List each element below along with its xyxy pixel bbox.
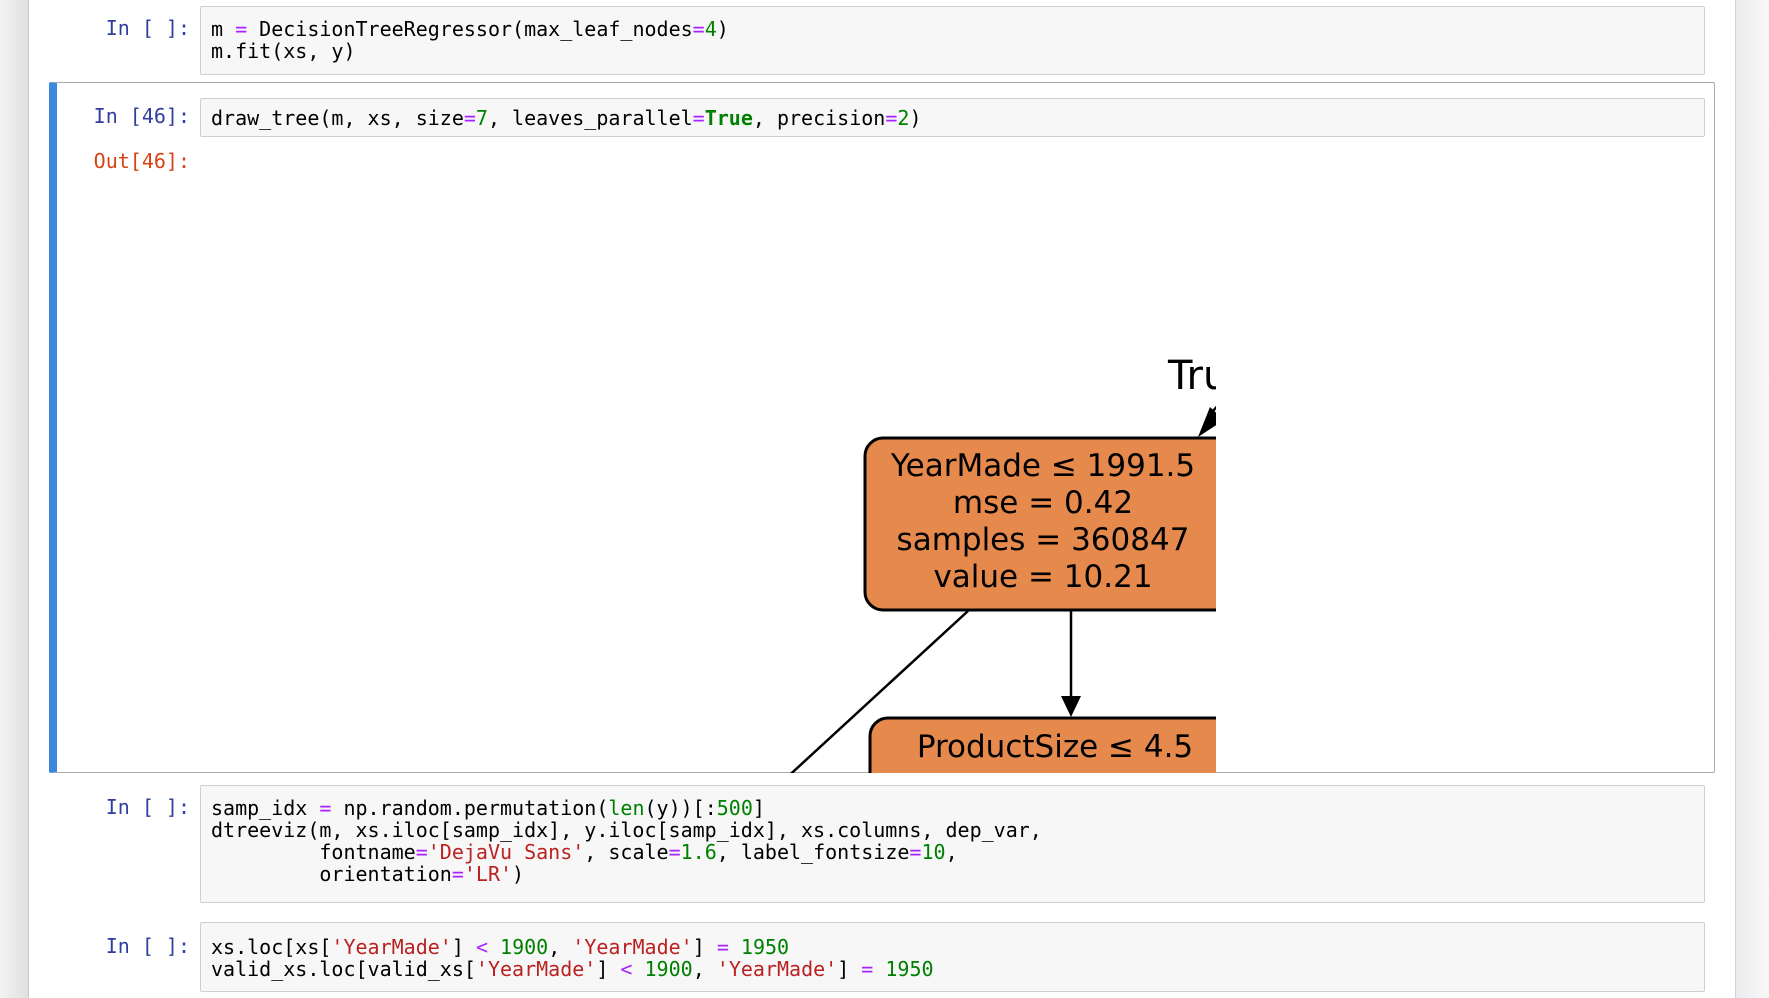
cell2-selected-cell[interactable]: In [46]: draw_tree(m, xs, size=7, leaves… <box>49 82 1715 890</box>
cell4-input-area[interactable]: xs.loc[xs['YearMade'] < 1900, 'YearMade'… <box>200 922 1705 992</box>
tree-edge-down-arrowhead <box>1061 696 1081 717</box>
tree-edge-label-true: True <box>1167 353 1216 399</box>
tree-node-yearmade-value: value = 10.21 <box>933 559 1152 595</box>
tree-node-yearmade-mse: mse = 0.42 <box>953 485 1133 521</box>
cell3-input-prompt: In [ ]: <box>105 795 190 819</box>
tree-node-yearmade-samples: samples = 360847 <box>897 522 1190 558</box>
cell2-input-prompt: In [46]: <box>93 104 190 128</box>
decision-tree-svg: True YearMade ≤ 1991.5 mse = 0.42 sample… <box>781 353 1253 890</box>
cell1-input-area[interactable]: m = DecisionTreeRegressor(max_leaf_nodes… <box>200 6 1705 75</box>
tree-node-productsize-split: ProductSize ≤ 4.5 <box>917 729 1193 765</box>
cell1-code[interactable]: m = DecisionTreeRegressor(max_leaf_nodes… <box>211 17 729 63</box>
tree-node-yearmade-split: YearMade ≤ 1991.5 <box>890 448 1195 484</box>
right-scrollbar-track[interactable] <box>1735 0 1769 998</box>
cell3-input-area[interactable]: samp_idx = np.random.permutation(len(y))… <box>200 785 1705 903</box>
decision-tree-output-image: True YearMade ≤ 1991.5 mse = 0.42 sample… <box>600 340 1253 890</box>
cell2-code[interactable]: draw_tree(m, xs, size=7, leaves_parallel… <box>211 106 922 130</box>
cell2-output-prompt: Out[46]: <box>93 149 190 173</box>
cell4-code[interactable]: xs.loc[xs['YearMade'] < 1900, 'YearMade'… <box>211 935 934 981</box>
cell1-input-prompt: In [ ]: <box>105 16 190 40</box>
cell4-input-prompt: In [ ]: <box>105 934 190 958</box>
left-scrollbar-track[interactable] <box>0 0 29 998</box>
tree-edge-true-arrowhead <box>1198 407 1224 437</box>
cell3-code[interactable]: samp_idx = np.random.permutation(len(y))… <box>211 796 1042 886</box>
cell2-input-area[interactable]: draw_tree(m, xs, size=7, leaves_parallel… <box>200 98 1705 137</box>
tree-edge-left-line <box>781 610 969 783</box>
